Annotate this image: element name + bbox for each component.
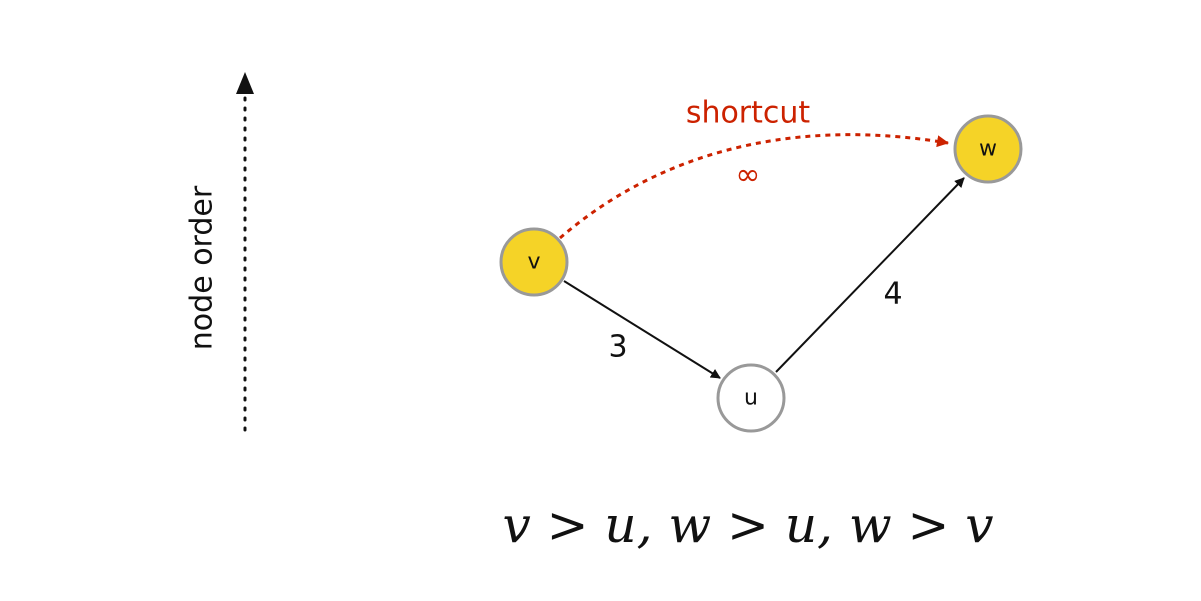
shortcut-weight: ∞ bbox=[736, 158, 761, 193]
node-order-label: node order bbox=[185, 185, 220, 350]
edge-u-w-line bbox=[775, 177, 965, 373]
node-w-circle bbox=[953, 114, 1023, 184]
node-w: w bbox=[953, 114, 1023, 184]
node-u-circle bbox=[716, 363, 786, 433]
edge-v-u: 3 bbox=[563, 280, 721, 379]
node-order-axis: node order bbox=[185, 72, 254, 432]
node-u: u bbox=[716, 363, 786, 433]
edge-v-u-weight: 3 bbox=[608, 330, 627, 365]
node-w-label: w bbox=[979, 137, 997, 162]
node-v: v bbox=[499, 227, 569, 297]
node-v-label: v bbox=[527, 250, 540, 275]
ordering-formula: v > u, w > u, w > v bbox=[502, 496, 993, 554]
node-v-circle bbox=[499, 227, 569, 297]
edge-v-u-line bbox=[563, 280, 721, 379]
shortcut-label: shortcut bbox=[686, 96, 811, 131]
edge-u-w: 4 bbox=[775, 177, 965, 373]
shortcut-edge: shortcut ∞ bbox=[559, 96, 949, 240]
node-u-label: u bbox=[744, 386, 758, 411]
node-order-arrowhead bbox=[236, 72, 254, 94]
edge-u-w-weight: 4 bbox=[883, 277, 902, 312]
